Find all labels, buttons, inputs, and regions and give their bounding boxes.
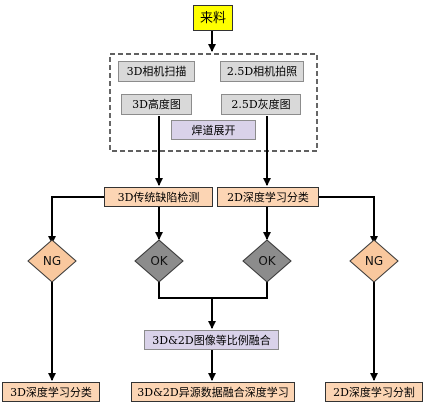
decision-ok-left-label: OK	[150, 254, 168, 268]
node-25d-gray-image: 2.5D灰度图	[221, 94, 301, 115]
node-3d-defect-detection: 3D传统缺陷检测	[104, 187, 213, 207]
node-3d-camera-scan: 3D相机扫描	[118, 61, 195, 82]
node-output-3d-classify: 3D深度学习分类	[2, 382, 100, 402]
decision-ng-right	[349, 239, 399, 283]
decision-ok-right	[242, 239, 292, 283]
node-25d-camera-photo: 2.5D相机拍照	[220, 61, 304, 82]
node-fusion: 3D&2D图像等比例融合	[144, 330, 279, 350]
edge-defect-to-ng-left	[48, 196, 104, 244]
edge-classify-to-ng-right	[319, 196, 378, 244]
edge-ok-merge	[158, 281, 268, 299]
decision-ok-right-label: OK	[258, 254, 276, 268]
decision-ng-left	[27, 239, 77, 283]
node-output-2d-segment: 2D深度学习分割	[325, 382, 423, 402]
decision-ng-right-label: NG	[364, 254, 384, 268]
node-2d-classify: 2D深度学习分类	[217, 187, 319, 207]
decision-ng-left-label: NG	[42, 254, 62, 268]
node-weld-unfold: 焊道展开	[171, 120, 256, 140]
node-output-hetero-fusion: 3D&2D异源数据融合深度学习	[131, 382, 295, 402]
node-3d-height-map: 3D高度图	[121, 94, 192, 115]
node-start: 来料	[193, 5, 233, 31]
decision-ok-left	[134, 239, 184, 283]
